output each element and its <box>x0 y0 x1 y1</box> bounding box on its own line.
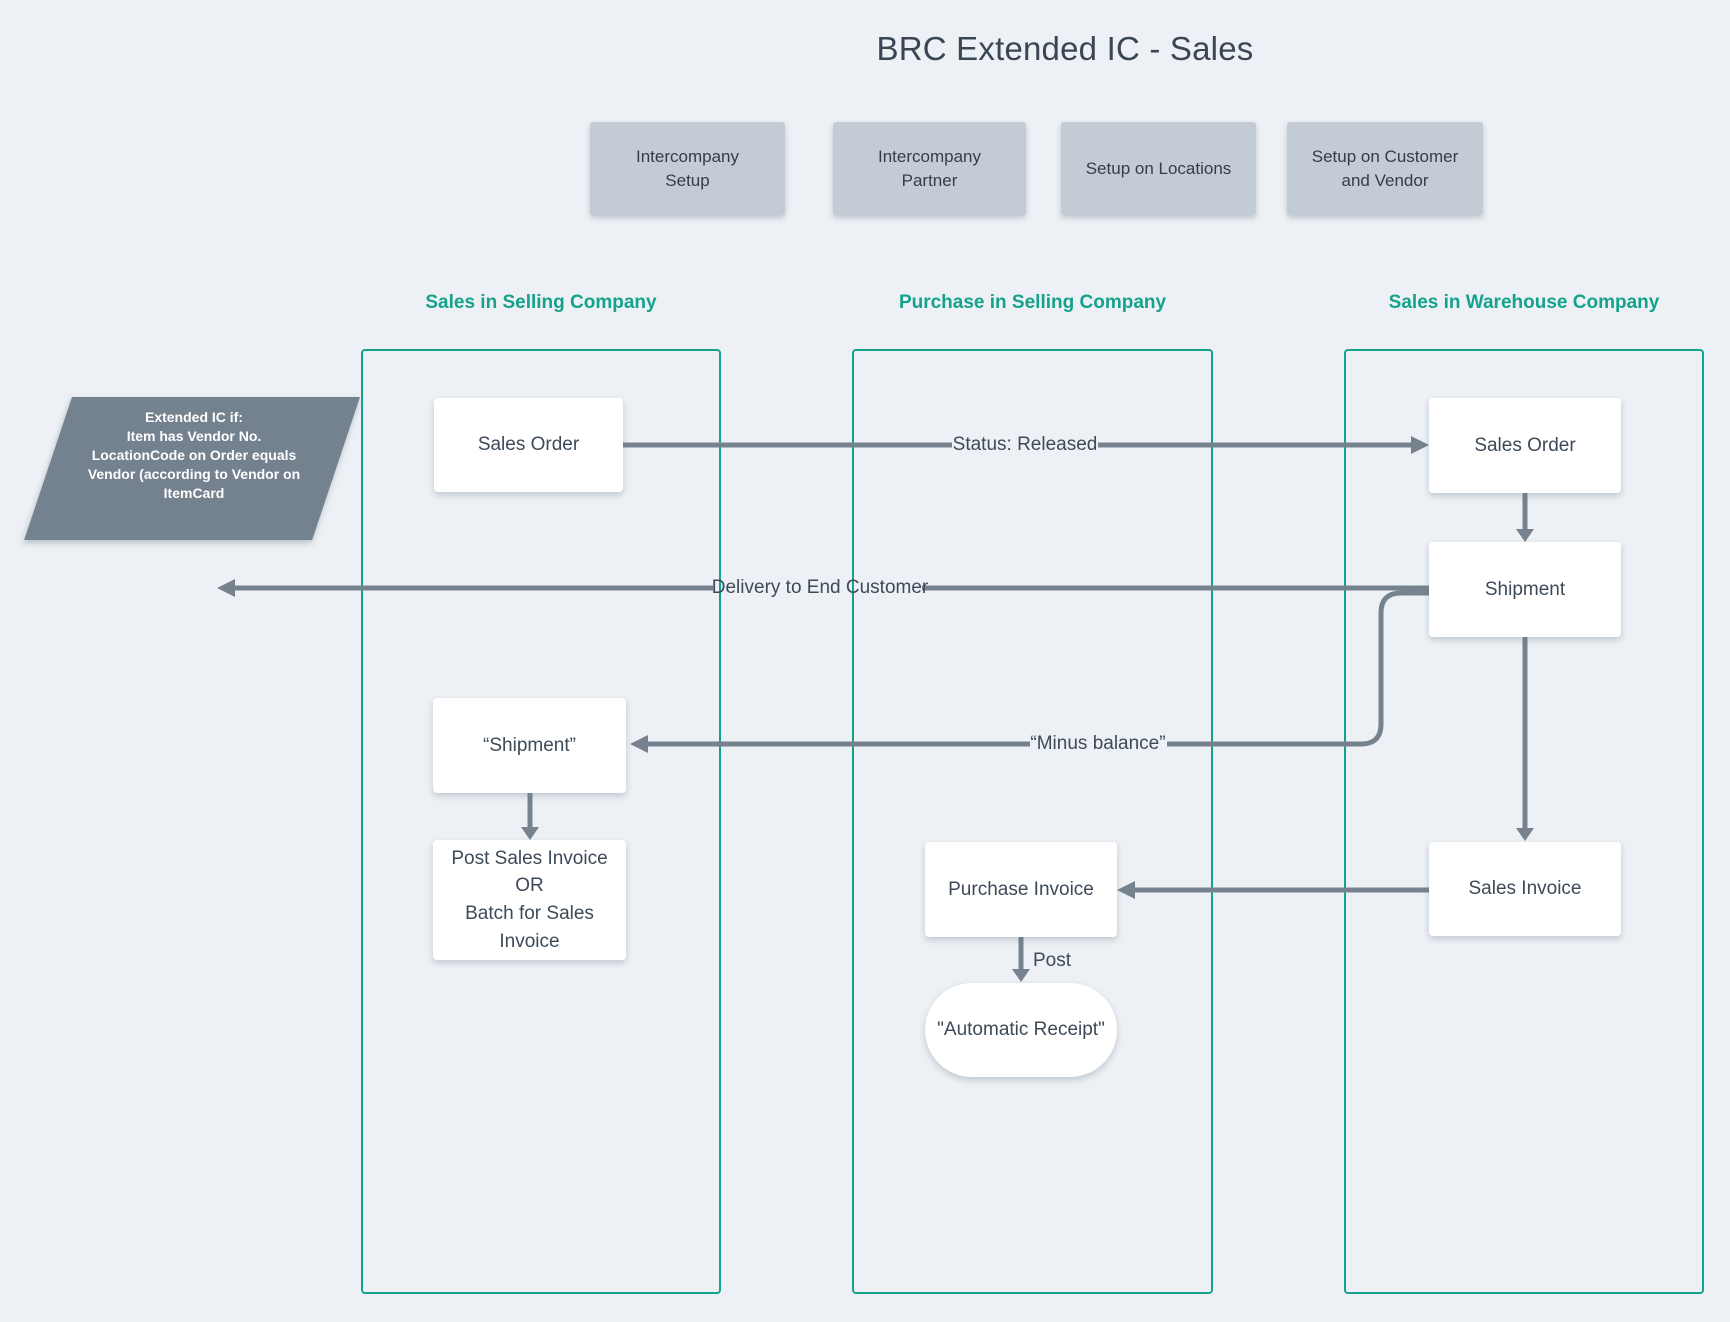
lane-header-sales-in-selling-company: Sales in Selling Company <box>425 292 657 313</box>
lane-sales-in-selling-company <box>361 349 721 1294</box>
node-automatic-receipt: "Automatic Receipt" <box>925 983 1117 1077</box>
setup-box-intercompany-setup: Intercompany Setup <box>590 122 785 215</box>
lane-purchase-in-selling-company <box>852 349 1213 1294</box>
setup-box-setup-on-customer-vendor: Setup on Customer and Vendor <box>1287 122 1483 215</box>
diagram-title: BRC Extended IC - Sales <box>876 30 1254 67</box>
lane-sales-in-warehouse-company <box>1344 349 1704 1294</box>
node-shipment-warehouse: Shipment <box>1429 542 1621 637</box>
edge-label-status-released: Status: Released <box>952 434 1098 455</box>
node-purchase-invoice: Purchase Invoice <box>925 842 1117 937</box>
node-sales-invoice-warehouse: Sales Invoice <box>1429 842 1621 936</box>
node-shipment-selling: “Shipment” <box>433 698 626 793</box>
setup-box-setup-on-locations: Setup on Locations <box>1061 122 1256 215</box>
node-post-sales-invoice: Post Sales Invoice OR Batch for Sales In… <box>433 840 626 960</box>
lane-header-purchase-in-selling-company: Purchase in Selling Company <box>898 292 1167 313</box>
edge-label-post: Post <box>1033 950 1072 971</box>
setup-box-intercompany-partner: Intercompany Partner <box>833 122 1026 215</box>
node-sales-order-selling: Sales Order <box>434 398 623 492</box>
node-sales-order-warehouse: Sales Order <box>1429 398 1621 493</box>
extended-ic-condition-note: Extended IC if: Item has Vendor No. Loca… <box>87 409 301 501</box>
edge-label-minus-balance: “Minus balance” <box>1030 733 1166 754</box>
lane-header-sales-in-warehouse-company: Sales in Warehouse Company <box>1388 292 1660 313</box>
edge-label-delivery-to-end-customer: Delivery to End Customer <box>711 577 929 598</box>
